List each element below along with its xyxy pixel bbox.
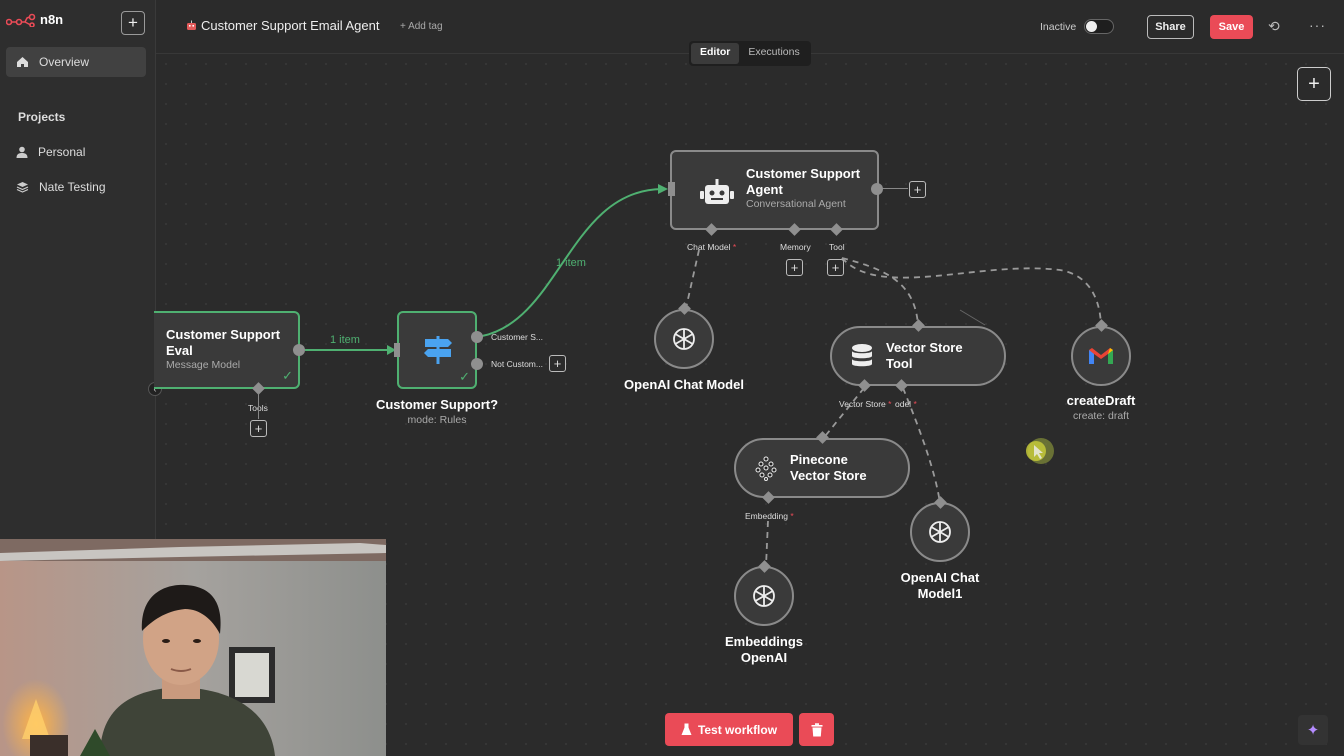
node-title: OpenAI Chat Model: [624, 377, 744, 392]
node-customer-support-agent[interactable]: Customer Support Agent Conversational Ag…: [670, 150, 879, 230]
node-create-draft[interactable]: [1071, 326, 1131, 386]
openai-icon: [753, 585, 775, 607]
node-openai-chat-model[interactable]: [654, 309, 714, 369]
add-tag-link[interactable]: + Add tag: [400, 21, 443, 32]
add-tool-button[interactable]: +: [827, 259, 844, 276]
port-label-memory: Memory: [780, 242, 811, 252]
node-title: Customer Support Agent: [746, 166, 861, 197]
flask-icon: [681, 723, 692, 735]
active-toggle[interactable]: [1084, 19, 1114, 34]
robot-icon: [187, 20, 196, 30]
user-icon: [16, 146, 28, 158]
output-port[interactable]: [871, 183, 883, 195]
node-title: createDraft: [1066, 393, 1136, 408]
sidebar-item-nate-testing[interactable]: Nate Testing: [6, 172, 146, 202]
node-title: Customer Support Eval: [166, 327, 281, 358]
node-title: Vector Store Tool: [886, 340, 963, 371]
port-label-tools: Tools: [248, 403, 268, 413]
delete-button[interactable]: [799, 713, 834, 746]
output-port[interactable]: [471, 358, 483, 370]
view-tabs: Editor Executions: [689, 41, 811, 66]
port-label-model: odel *: [895, 399, 917, 409]
database-icon: [852, 344, 872, 367]
pinecone-icon: [755, 456, 777, 481]
node-subtitle: create: draft: [1072, 410, 1130, 422]
node-customer-support-router[interactable]: ✓: [397, 311, 477, 389]
sidebar-item-label: Nate Testing: [39, 180, 106, 194]
node-subtitle: mode: Rules: [407, 414, 467, 426]
output-port[interactable]: [293, 344, 305, 356]
home-icon: [17, 57, 28, 67]
save-button[interactable]: Save: [1210, 15, 1253, 39]
node-customer-support-eval[interactable]: Customer Support Eval Message Model ✓: [154, 311, 300, 389]
tab-executions[interactable]: Executions: [748, 46, 800, 58]
edge-label-item-count: 1 item: [556, 257, 586, 269]
layers-icon: [16, 182, 29, 193]
workflow-title[interactable]: Customer Support Email Agent: [186, 18, 379, 33]
logo-text: n8n: [40, 12, 64, 27]
webcam-overlay: [0, 539, 386, 756]
node-subtitle: Message Model: [166, 359, 241, 371]
input-port[interactable]: [668, 182, 675, 196]
node-title: Embeddings OpenAI: [724, 634, 803, 665]
add-tool-button[interactable]: +: [250, 420, 267, 437]
input-port[interactable]: [394, 343, 400, 357]
test-workflow-label: Test workflow: [697, 722, 778, 737]
sidebar-item-overview[interactable]: Overview: [6, 47, 146, 77]
openai-icon: [929, 521, 951, 543]
node-openai-chat-model1[interactable]: [910, 502, 970, 562]
port-label-vector-store: Vector Store *: [839, 399, 892, 409]
node-embeddings-openai[interactable]: [734, 566, 794, 626]
node-title: Customer Support?: [375, 397, 499, 412]
node-title: OpenAI Chat Model1: [900, 570, 980, 601]
test-workflow-button[interactable]: Test workflow: [665, 713, 793, 746]
sidebar-item-personal[interactable]: Personal: [6, 137, 146, 167]
webcam-image: [0, 539, 386, 756]
robot-icon: [700, 179, 734, 204]
output-label-customer: Customer S...: [491, 332, 543, 342]
ai-assistant-button[interactable]: ✦: [1298, 715, 1328, 745]
signpost-icon: [424, 336, 452, 364]
workflow-title-text: Customer Support Email Agent: [201, 18, 380, 33]
add-node-panel-button[interactable]: +: [1297, 67, 1331, 101]
n8n-logo[interactable]: n8n: [6, 12, 63, 27]
create-button[interactable]: +: [121, 11, 145, 35]
port-label-embedding: Embedding *: [745, 511, 794, 521]
port-line: [883, 188, 908, 189]
port-line: [258, 393, 259, 419]
edge-label-item-count: 1 item: [330, 334, 360, 346]
more-options-icon[interactable]: ···: [1309, 17, 1326, 33]
cursor-highlight: [1026, 438, 1054, 464]
success-check-icon: ✓: [459, 369, 470, 384]
node-vector-store-tool[interactable]: Vector Store Tool: [830, 326, 1006, 386]
history-icon[interactable]: ⟲: [1268, 18, 1280, 34]
output-label-not-customer: Not Custom...: [491, 359, 543, 369]
status-label: Inactive: [1040, 21, 1077, 33]
sidebar-item-label: Personal: [38, 145, 86, 159]
output-port[interactable]: [471, 331, 483, 343]
add-node-button[interactable]: +: [549, 355, 566, 372]
share-button[interactable]: Share: [1147, 15, 1194, 39]
add-node-button[interactable]: +: [909, 181, 926, 198]
node-pinecone-vector-store[interactable]: Pinecone Vector Store: [734, 438, 910, 498]
projects-heading: Projects: [18, 110, 66, 124]
success-check-icon: ✓: [282, 368, 293, 383]
gmail-icon: [1089, 348, 1113, 364]
node-title: Pinecone Vector Store: [790, 452, 867, 483]
add-memory-button[interactable]: +: [786, 259, 803, 276]
port-label-tool: Tool: [829, 242, 845, 252]
sidebar-item-label: Overview: [39, 55, 90, 69]
node-subtitle: Conversational Agent: [746, 198, 846, 210]
port-label-chat-model: Chat Model *: [687, 242, 737, 252]
openai-icon: [673, 328, 695, 350]
trash-icon: [811, 722, 822, 736]
tab-editor[interactable]: Editor: [691, 43, 740, 64]
n8n-logo-icon: [6, 13, 36, 27]
